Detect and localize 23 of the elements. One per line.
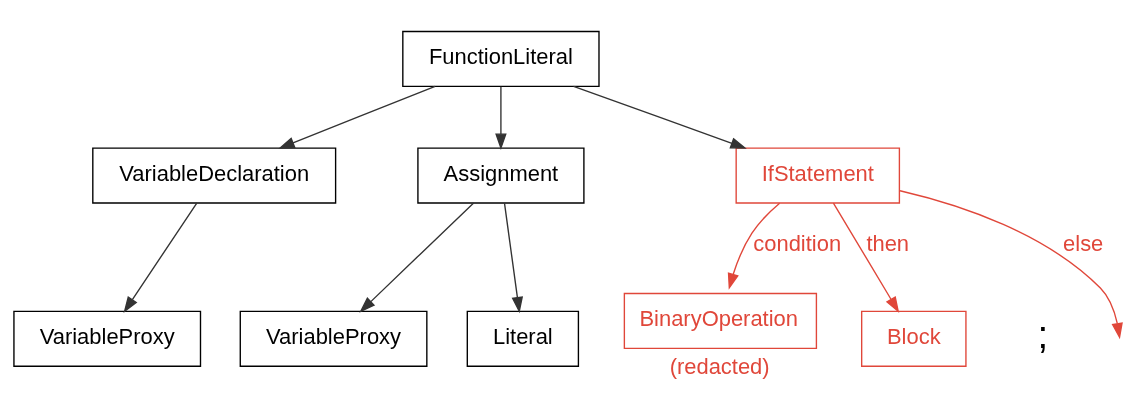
node-box: FunctionLiteral — [402, 30, 600, 87]
arrow — [359, 201, 475, 313]
node-label: (redacted) — [669, 353, 770, 379]
arrow — [899, 189, 1123, 339]
node-box: Assignment — [417, 146, 585, 204]
arrow — [495, 85, 507, 150]
node-box: BinaryOperation — [623, 292, 818, 349]
node-box: Block — [861, 310, 967, 367]
node-box: VariableDeclaration — [92, 146, 337, 204]
arrow — [123, 201, 198, 313]
arrow — [832, 201, 900, 313]
arrow — [503, 201, 524, 313]
node-box: IfStatement — [735, 146, 901, 204]
node-box: VariableProxy — [13, 310, 202, 367]
edge-label: else — [1063, 230, 1104, 256]
arrow — [572, 85, 747, 149]
node-box: VariableProxy — [239, 310, 428, 367]
edge-label: condition — [753, 230, 842, 256]
node-box: Literal — [466, 310, 580, 367]
arrow — [727, 202, 781, 290]
edge-label: then — [866, 230, 910, 256]
label: ; — [1037, 312, 1049, 356]
arrow — [278, 85, 436, 149]
